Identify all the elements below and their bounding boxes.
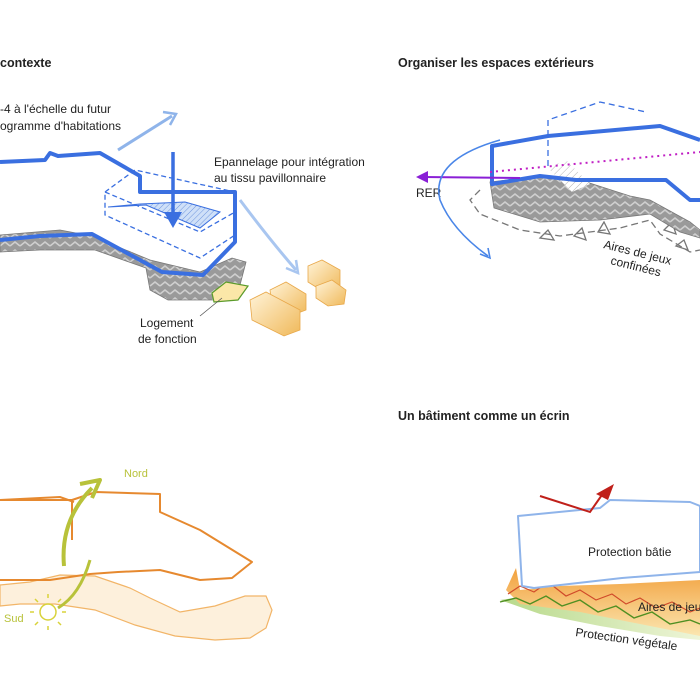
logement-line1: Logement <box>140 316 194 330</box>
magenta-axis <box>489 151 700 173</box>
building-dashed-right <box>547 101 647 168</box>
panel-ecrin: Un bâtiment comme un écrin Protection bâ… <box>398 409 700 653</box>
logement-shape <box>211 281 250 303</box>
epannelage-arrow-head <box>285 259 300 276</box>
epannelage-line1: Epannelage pour intégration <box>214 155 365 169</box>
epannelage-line2: au tissu pavillonnaire <box>214 171 326 185</box>
sun-icon <box>30 594 66 630</box>
note-line1: -4 à l'échelle du futur <box>0 102 111 116</box>
red-arrow-head <box>596 484 614 500</box>
rer-label: RER <box>416 186 442 200</box>
panel-orientation: Nord Sud <box>0 468 273 641</box>
hatched-court <box>548 160 590 192</box>
sud-label: Sud <box>4 613 24 625</box>
new-volume-dashed <box>104 169 236 259</box>
new-volume-hatched <box>107 201 222 229</box>
panel-espaces-exterieurs: Organiser les espaces extérieurs RER Air… <box>398 56 700 279</box>
building-outline-right <box>490 124 700 202</box>
curved-arrow <box>438 139 501 257</box>
red-contour <box>507 581 700 613</box>
nord-arrow-head <box>79 478 102 499</box>
logement-line2: de fonction <box>138 332 197 346</box>
espaces-heading: Organiser les espaces extérieurs <box>398 56 594 70</box>
houses-group <box>249 259 347 337</box>
red-arrow <box>539 491 605 514</box>
direction-arrow-up <box>117 114 173 152</box>
ground-texture <box>0 229 247 301</box>
building-top-edge <box>0 495 75 503</box>
rer-arrow-head <box>416 171 428 183</box>
nord-label: Nord <box>124 468 148 480</box>
nord-arrow <box>61 486 94 567</box>
building-outline <box>0 151 237 277</box>
contexte-heading: contexte <box>0 56 51 70</box>
protection-batie: Protection bâtie <box>588 545 672 559</box>
building-outline-orange <box>0 491 253 581</box>
aires-de-jeux: Aires de jeu <box>638 600 700 614</box>
house-2 <box>315 279 347 307</box>
curved-arrow-head <box>479 247 492 260</box>
ground-texture-right <box>489 175 700 239</box>
ecrin-heading: Un bâtiment comme un écrin <box>398 409 570 423</box>
down-arrow-head <box>164 212 182 228</box>
green-contour <box>499 595 700 625</box>
house-4 <box>249 291 301 337</box>
sun-arc <box>57 559 92 610</box>
orange-area <box>506 568 700 636</box>
arrow-head-up <box>162 110 178 126</box>
logement-leader <box>199 297 223 317</box>
ground-cream <box>0 574 273 641</box>
note-line2: ogramme d'habitations <box>0 119 121 133</box>
play-area-triangles <box>538 220 690 252</box>
panel-contexte: contexte -4 à l'échelle du futur ogramme… <box>0 56 365 346</box>
rer-arrow <box>421 176 521 179</box>
building-outline-light <box>517 499 700 589</box>
epannelage-arrow <box>238 199 298 271</box>
play-areas-outline <box>469 189 700 253</box>
